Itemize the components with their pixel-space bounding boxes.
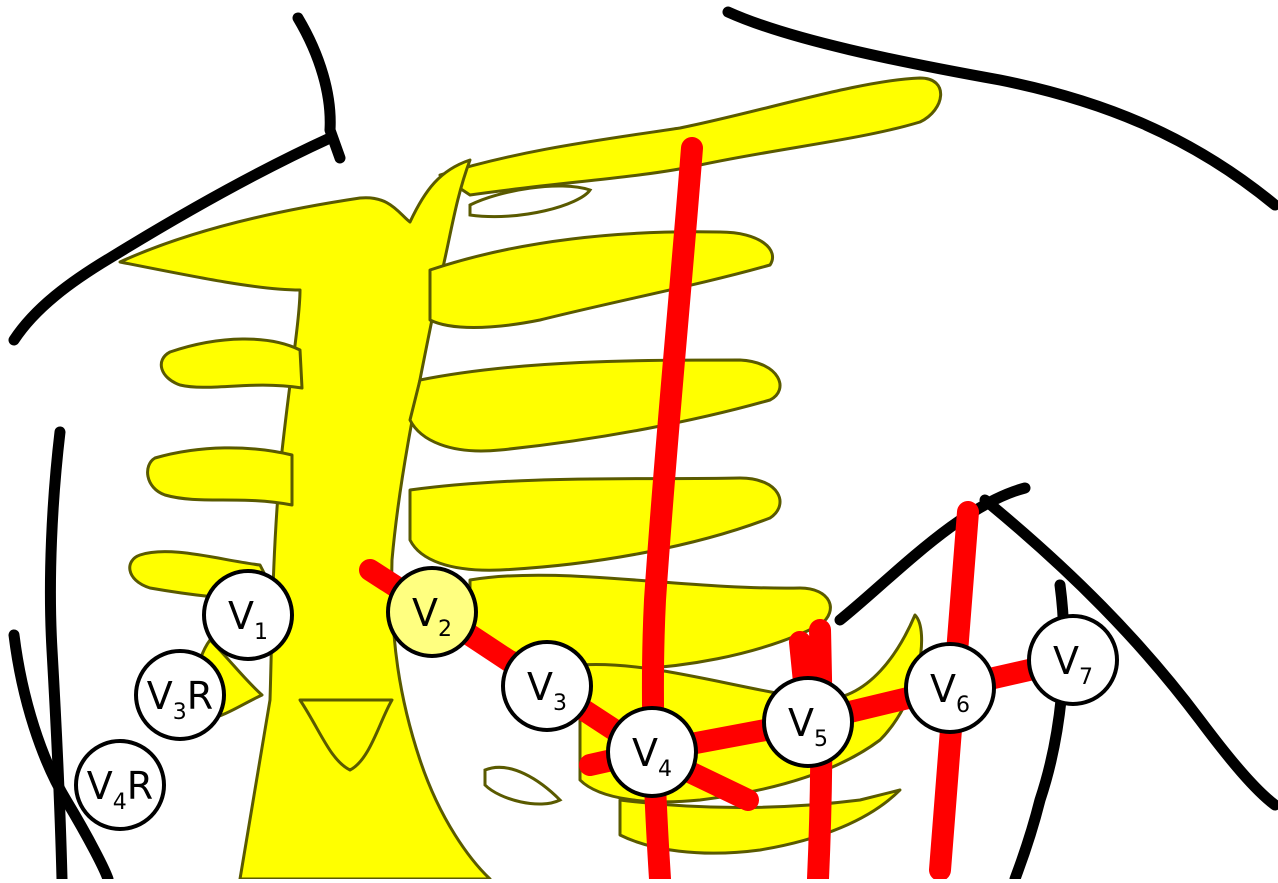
electrode-v4: V4 [608, 708, 696, 796]
electrode-v7: V7 [1029, 616, 1117, 704]
electrode-v6: V6 [906, 644, 994, 732]
rib-right-3 [410, 478, 780, 570]
rib-left-1 [161, 339, 302, 388]
electrode-v3: V3 [503, 642, 591, 730]
electrode-v5: V5 [764, 678, 852, 766]
electrode-v4r: V4R [76, 741, 164, 829]
electrode-v2: V2 [388, 568, 476, 656]
rib-right-2 [410, 360, 780, 451]
lower-gap [485, 767, 560, 804]
rib-right-1 [430, 232, 773, 328]
torso-side-left-outline [50, 432, 62, 879]
electrode-v3r: V3R [136, 651, 224, 739]
rib-left-2 [148, 448, 292, 505]
electrode-v1: V1 [204, 571, 292, 659]
